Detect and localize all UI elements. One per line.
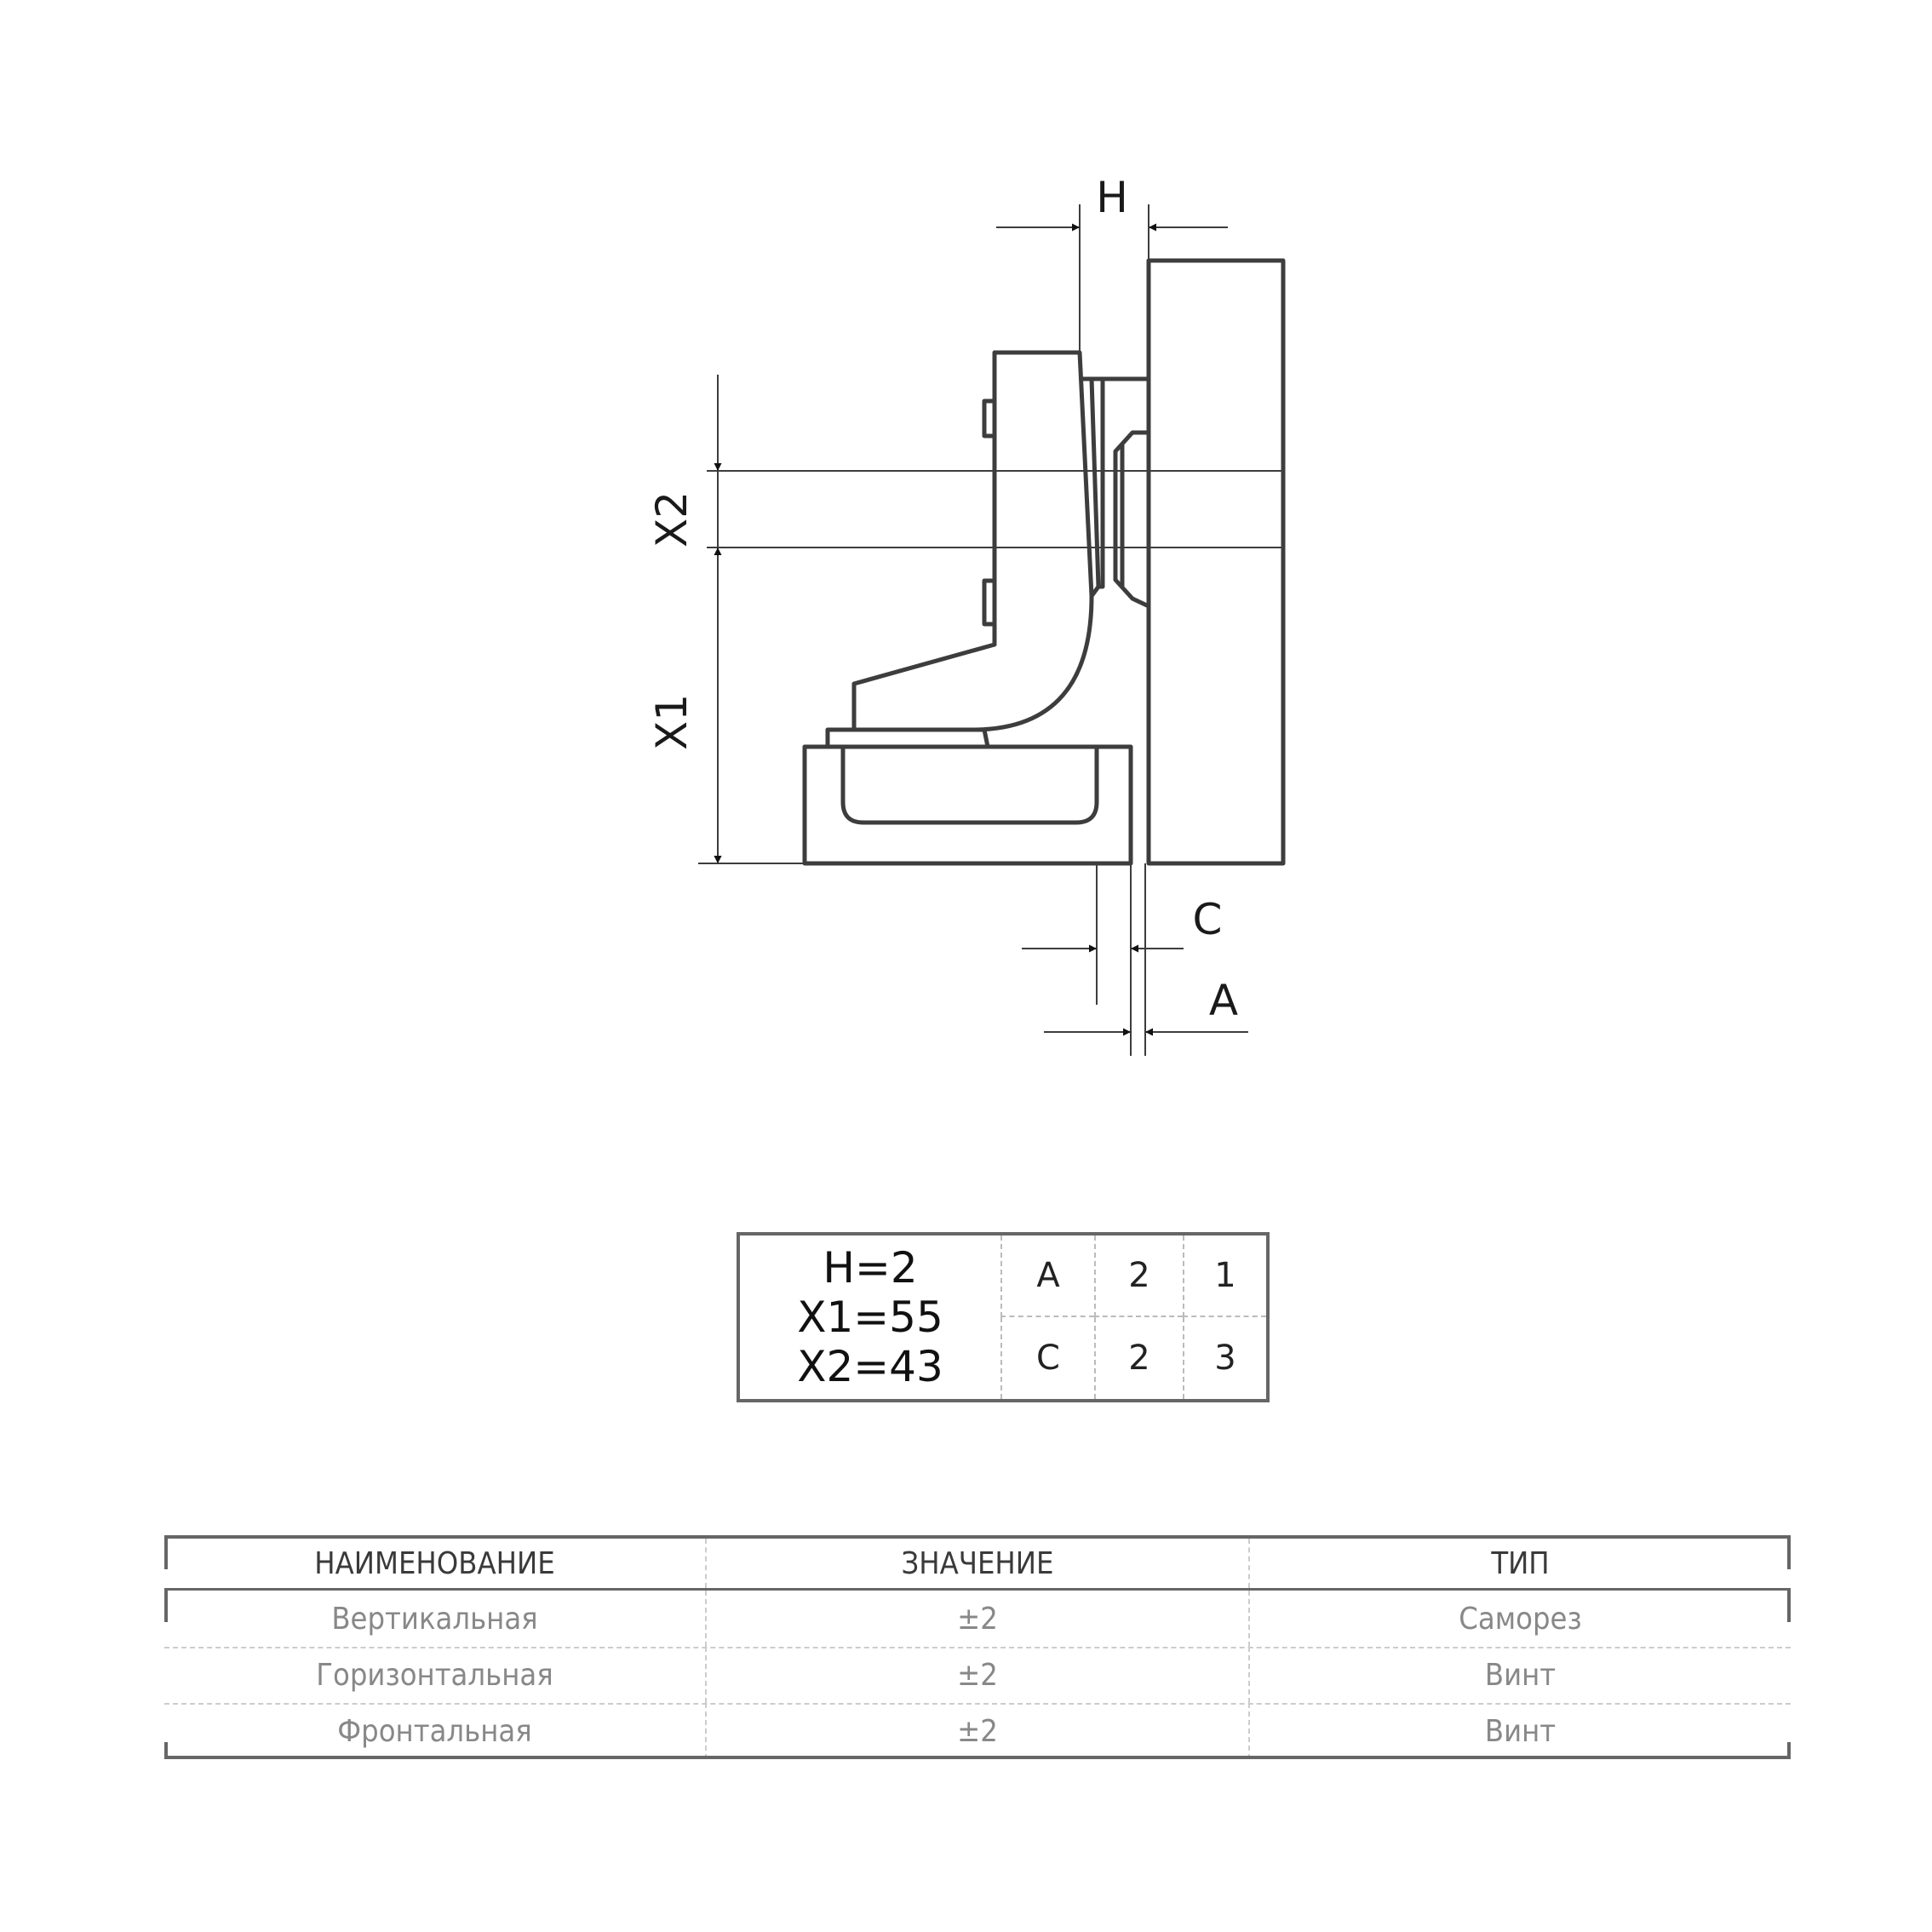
parameter-values: H=2 X1=55 X2=43 [740, 1235, 1000, 1399]
row-name: Горизонтальная [316, 1657, 553, 1693]
hinge-cup [840, 747, 1099, 825]
header-type: ТИП [1248, 1539, 1791, 1588]
parameters-box: H=2 X1=55 X2=43 A 2 1 C 2 3 [737, 1232, 1270, 1402]
hinge-outline [802, 258, 1286, 866]
table-top-border [164, 1535, 1791, 1539]
table-row: Вертикальная ±2 Саморез [164, 1591, 1791, 1647]
row-value: ±2 [705, 1647, 1248, 1703]
label-h: H [1096, 173, 1128, 222]
header-name: НАИМЕНОВАНИЕ [314, 1545, 555, 1581]
clearance-a-value-1: 2 [1094, 1235, 1183, 1317]
arm-screw-top [982, 398, 995, 439]
table-header: НАИМЕНОВАНИЕ ЗНАЧЕНИЕ ТИП [164, 1539, 1791, 1588]
row-name: Вертикальная [331, 1601, 538, 1637]
hinge-drawing: H X2 X1 C A [647, 173, 1286, 1056]
clearance-c-value-2: 3 [1183, 1317, 1266, 1399]
header-value: ЗНАЧЕНИЕ [705, 1539, 1248, 1588]
clearance-key-c: C [1000, 1317, 1094, 1399]
row-type: Винт [1248, 1647, 1791, 1703]
label-x2: X2 [647, 491, 697, 547]
param-x2: X2=43 [797, 1342, 943, 1391]
dimension-lines [698, 204, 1283, 1056]
table-bottom-border [164, 1756, 1791, 1759]
row-name: Фронтальная [337, 1713, 532, 1749]
clearance-grid: A 2 1 C 2 3 [1000, 1235, 1266, 1399]
cabinet-panel [802, 744, 1133, 866]
label-a: A [1209, 976, 1238, 1025]
adjustment-table: НАИМЕНОВАНИЕ ЗНАЧЕНИЕ ТИП Вертикальная ±… [164, 1535, 1791, 1759]
door-panel [1146, 258, 1286, 866]
clearance-c-value-1: 2 [1094, 1317, 1183, 1399]
door-boss [1113, 430, 1150, 609]
row-type: Саморез [1248, 1591, 1791, 1647]
row-value: ±2 [705, 1591, 1248, 1647]
param-x1: X1=55 [797, 1293, 943, 1342]
label-c: C [1193, 895, 1223, 944]
arm-screw-bottom [982, 578, 995, 627]
table-row: Фронтальная ±2 Винт [164, 1703, 1791, 1759]
label-x1: X1 [647, 694, 697, 750]
row-type: Винт [1248, 1703, 1791, 1759]
param-h: H=2 [823, 1243, 918, 1293]
table-row: Горизонтальная ±2 Винт [164, 1647, 1791, 1703]
clearance-key-a: A [1000, 1235, 1094, 1317]
hinge-arm [851, 350, 1094, 732]
clearance-a-value-2: 1 [1183, 1235, 1266, 1317]
mounting-plate [825, 727, 990, 748]
row-value: ±2 [705, 1703, 1248, 1759]
